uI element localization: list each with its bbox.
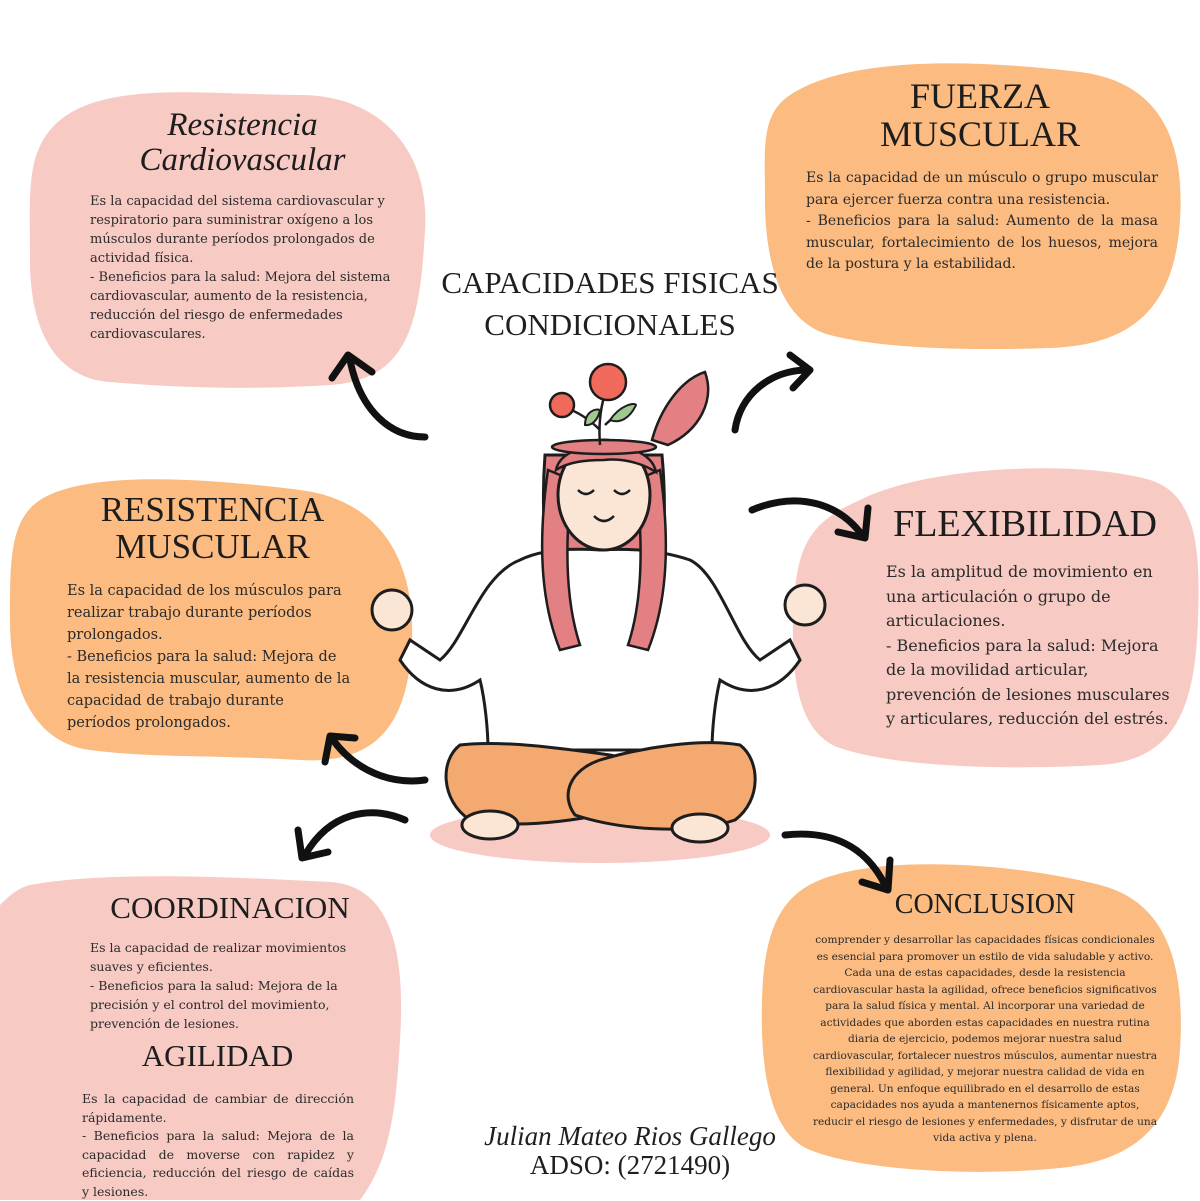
- conclusion-text: comprender y desarrollar las capacidades…: [812, 934, 1158, 1144]
- arrow-to-resistencia-muscular: [321, 732, 429, 785]
- arrow-to-conclusion: [781, 830, 894, 894]
- hand-left: [370, 588, 414, 632]
- main-title-line2: CONDICIONALES: [484, 307, 736, 342]
- author-program: ADSO: (2721490): [529, 1150, 731, 1180]
- coordinacion-text: Es la capacidad de realizar movimientos …: [90, 938, 360, 1033]
- flexibilidad-definition: Es la amplitud de movimiento en una arti…: [886, 562, 1153, 630]
- blob-pink-bottom-left: [0, 876, 402, 1200]
- resistencia-muscular-title: RESISTENCIA MUSCULAR: [100, 490, 325, 566]
- resistencia-cardiovascular-benefits: - Beneficios para la salud: Mejora del s…: [90, 270, 391, 342]
- flower-large: [588, 362, 628, 402]
- coordinacion-title: COORDINACION: [110, 890, 350, 925]
- blob-pink-mid-right: [792, 468, 1199, 768]
- leaf-left: [583, 408, 602, 427]
- fuerza-muscular-text: Es la capacidad de un músculo o grupo mu…: [806, 168, 1158, 276]
- mouth: [593, 515, 615, 523]
- blob-orange-top-right: [764, 63, 1181, 350]
- blob-pink-top-left: [29, 92, 426, 388]
- flexibilidad-title: FLEXIBILIDAD: [893, 503, 1157, 545]
- eye-left: [577, 489, 595, 496]
- agilidad-title: AGILIDAD: [141, 1038, 294, 1073]
- coordinacion-definition: Es la capacidad de realizar movimientos …: [90, 940, 347, 974]
- arrow-to-flexibilidad: [748, 497, 872, 542]
- arrow-to-fuerza: [731, 351, 814, 434]
- leg-right: [566, 741, 757, 831]
- resistencia-cardiovascular-text: Es la capacidad del sistema cardiovascul…: [90, 192, 395, 344]
- foot-left: [460, 809, 520, 841]
- head-lid: [650, 370, 710, 447]
- agilidad-benefits: - Beneficios para la salud: Mejora de la…: [82, 1128, 354, 1199]
- head-opening: [550, 438, 658, 456]
- flexibilidad-benefits: - Beneficios para la salud: Mejora de la…: [886, 635, 1170, 729]
- author-name: Julian Mateo Rios Gallego: [484, 1121, 776, 1151]
- conclusion-title: CONCLUSION: [894, 889, 1076, 920]
- blob-orange-mid-left: [10, 479, 413, 761]
- resistencia-muscular-text: Es la capacidad de los músculos para rea…: [67, 580, 352, 734]
- agilidad-text: Es la capacidad de cambiar de dirección …: [82, 1090, 354, 1201]
- leaf-right: [608, 402, 638, 423]
- flexibilidad-text: Es la amplitud de movimiento en una arti…: [886, 560, 1171, 732]
- main-title-line1: CAPACIDADES FISICAS: [441, 265, 779, 300]
- resistencia-cardiovascular-definition: Es la capacidad del sistema cardiovascul…: [90, 194, 385, 266]
- arrow-to-resistencia-cardiovascular: [328, 351, 429, 441]
- agilidad-definition: Es la capacidad de cambiar de dirección …: [82, 1091, 354, 1125]
- resistencia-cardiovascular-title: Resistencia Cardiovascular: [139, 107, 346, 178]
- author-block: Julian Mateo Rios Gallego ADSO: (2721490…: [430, 1122, 830, 1180]
- foot-right: [670, 812, 730, 844]
- fuerza-muscular-definition: Es la capacidad de un músculo o grupo mu…: [806, 170, 1158, 208]
- arrow-to-coordinacion: [294, 809, 409, 862]
- flower-small: [548, 391, 576, 419]
- fuerza-muscular-benefits: - Beneficios para la salud: Aumento de l…: [806, 213, 1158, 272]
- main-title: CAPACIDADES FISICAS CONDICIONALES: [420, 262, 800, 346]
- coordinacion-benefits: - Beneficios para la salud: Mejora de la…: [90, 978, 338, 1031]
- blob-orange-bottom-right: [761, 864, 1181, 1172]
- eye-right: [613, 489, 631, 496]
- shirt: [398, 547, 802, 752]
- hand-right: [783, 583, 827, 627]
- resistencia-muscular-definition: Es la capacidad de los músculos para rea…: [67, 583, 342, 643]
- fuerza-muscular-title: FUERZA MUSCULAR: [879, 76, 1081, 154]
- resistencia-muscular-benefits: - Beneficios para la salud: Mejora de la…: [67, 649, 351, 731]
